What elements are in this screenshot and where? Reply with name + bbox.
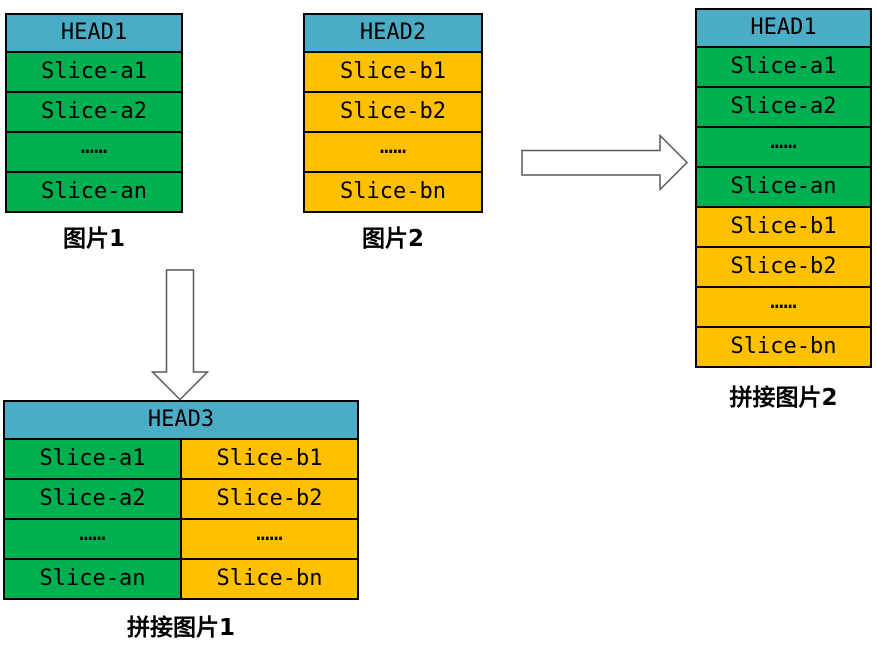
table-cell: …… [180, 518, 357, 558]
table-row: Slice-b1 [697, 206, 870, 246]
image2-caption: 图片2 [361, 226, 424, 252]
table-row: Slice-b1 [305, 51, 481, 91]
concat-vertical-header: HEAD1 [697, 10, 870, 46]
table-row: Slice-a1 Slice-b1 [5, 438, 357, 478]
table-cell: Slice-b2 [180, 478, 357, 518]
concat-vertical-table: HEAD1 Slice-a1 Slice-a2 …… Slice-an Slic… [695, 8, 872, 368]
concat-vertical-caption: 拼接图片2 [729, 385, 838, 411]
concat-horizontal-header: HEAD3 [5, 402, 357, 438]
table-row: …… [697, 286, 870, 326]
table-cell: Slice-a1 [5, 438, 180, 478]
concat-horizontal-caption: 拼接图片1 [126, 615, 235, 641]
table-row: Slice-an [7, 171, 181, 211]
table-cell: …… [5, 518, 180, 558]
table-cell: Slice-an [5, 558, 180, 598]
table-row: Slice-bn [305, 171, 481, 211]
table-row: Slice-b2 [305, 91, 481, 131]
image1-table: HEAD1 Slice-a1 Slice-a2 …… Slice-an [5, 13, 183, 213]
concat-horizontal-table: HEAD3 Slice-a1 Slice-b1 Slice-a2 Slice-b… [3, 400, 359, 600]
image1-caption: 图片1 [62, 226, 125, 252]
table-row: …… …… [5, 518, 357, 558]
table-row: Slice-bn [697, 326, 870, 366]
table-row: Slice-a1 [697, 46, 870, 86]
table-row: Slice-a1 [7, 51, 181, 91]
table-row: …… [697, 126, 870, 166]
image1-header: HEAD1 [7, 15, 181, 51]
right-arrow-icon [521, 134, 689, 192]
down-arrow-icon [151, 269, 209, 401]
table-row: …… [7, 131, 181, 171]
table-cell: Slice-a2 [5, 478, 180, 518]
table-row: Slice-a2 [7, 91, 181, 131]
table-row: Slice-a2 [697, 86, 870, 126]
table-cell: Slice-b1 [180, 438, 357, 478]
table-row: …… [305, 131, 481, 171]
table-row: Slice-an Slice-bn [5, 558, 357, 598]
table-row: Slice-an [697, 166, 870, 206]
table-cell: Slice-bn [180, 558, 357, 598]
image2-header: HEAD2 [305, 15, 481, 51]
table-row: Slice-b2 [697, 246, 870, 286]
image2-table: HEAD2 Slice-b1 Slice-b2 …… Slice-bn [303, 13, 483, 213]
table-row: Slice-a2 Slice-b2 [5, 478, 357, 518]
